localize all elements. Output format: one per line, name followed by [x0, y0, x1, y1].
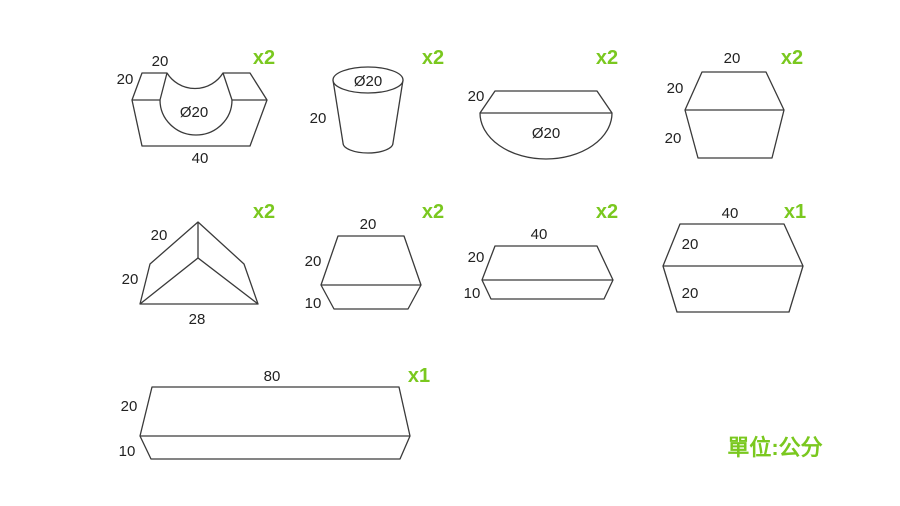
piece-cylinder: Ø20 20 x2 — [310, 47, 444, 154]
piece-half-cylinder-quantity: x2 — [596, 47, 618, 69]
piece-large-hexagon-quantity: x1 — [784, 201, 806, 223]
piece-small-block-label-lower: 10 — [305, 295, 322, 312]
piece-long-block-label-upper: 20 — [121, 398, 138, 415]
piece-cradle-quantity: x2 — [253, 47, 275, 69]
unit-label: 單位:公分 — [727, 435, 822, 460]
piece-cradle-label-top: 20 — [152, 53, 169, 70]
piece-long-block-label-top: 80 — [264, 368, 281, 385]
piece-wide-block-label-top: 40 — [531, 226, 548, 243]
piece-half-cylinder: 20 Ø20 x2 — [468, 47, 618, 160]
piece-long-block-label-lower: 10 — [119, 443, 136, 460]
piece-cradle: 20 20 Ø20 40 x2 — [117, 47, 275, 167]
piece-cradle-label-bottom: 40 — [192, 150, 209, 167]
piece-half-cylinder-label-height: 20 — [468, 88, 485, 105]
piece-triangle-label-bottom: 28 — [189, 311, 206, 328]
piece-large-hexagon: 40 20 20 x1 — [662, 201, 806, 313]
piece-hexagon-quantity: x2 — [781, 47, 803, 69]
piece-wide-block: 40 20 10 x2 — [464, 201, 618, 302]
piece-hexagon-label-lower: 20 — [665, 130, 682, 147]
piece-hexagon-label-top: 20 — [724, 50, 741, 67]
piece-wide-block-label-upper: 20 — [468, 249, 485, 266]
piece-large-hexagon-label-top: 40 — [722, 205, 739, 222]
piece-long-block-quantity: x1 — [408, 365, 430, 387]
piece-small-block-label-top: 20 — [360, 216, 377, 233]
piece-triangle-label-top: 20 — [151, 227, 168, 244]
piece-small-block: 20 20 10 x2 — [305, 201, 444, 312]
piece-triangle-quantity: x2 — [253, 201, 275, 223]
piece-cradle-label-diameter: Ø20 — [180, 104, 208, 121]
piece-cylinder-quantity: x2 — [422, 47, 444, 69]
piece-wide-block-label-lower: 10 — [464, 285, 481, 302]
piece-hexagon-label-upper: 20 — [667, 80, 684, 97]
piece-triangle: 20 20 28 x2 — [122, 201, 275, 328]
piece-cylinder-label-diameter: Ø20 — [354, 73, 382, 90]
piece-half-cylinder-label-diameter: Ø20 — [532, 125, 560, 142]
piece-cradle-label-left: 20 — [117, 71, 134, 88]
piece-large-hexagon-label-lower: 20 — [682, 285, 699, 302]
piece-wide-block-quantity: x2 — [596, 201, 618, 223]
piece-cylinder-label-height: 20 — [310, 110, 327, 127]
piece-small-block-quantity: x2 — [422, 201, 444, 223]
piece-long-block: 80 20 10 x1 — [119, 365, 430, 460]
piece-small-block-label-upper: 20 — [305, 253, 322, 270]
piece-large-hexagon-label-upper: 20 — [682, 236, 699, 253]
piece-hexagon: 20 20 20 x2 — [665, 47, 803, 159]
piece-triangle-label-side: 20 — [122, 271, 139, 288]
